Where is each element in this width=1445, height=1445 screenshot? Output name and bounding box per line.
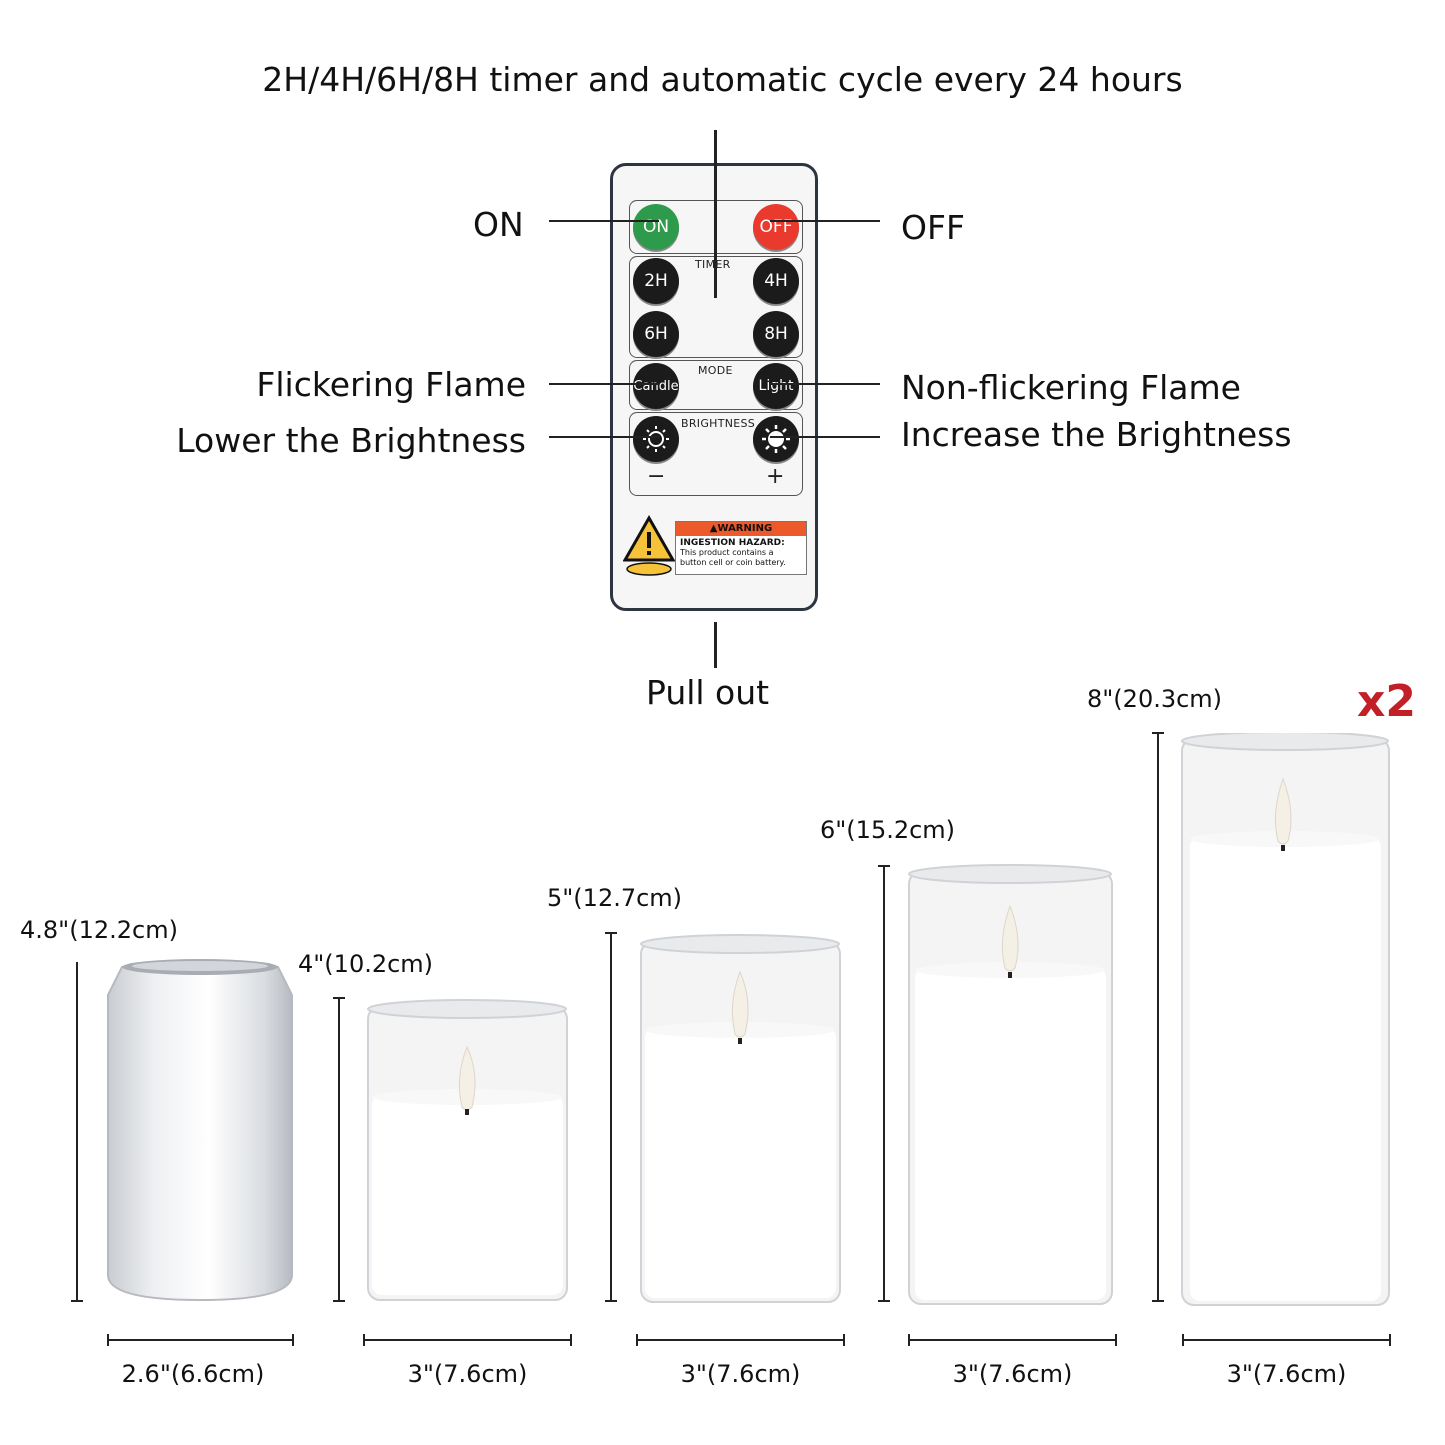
on-button[interactable]: ON bbox=[633, 204, 679, 250]
plus-sign: + bbox=[766, 464, 785, 489]
on-pointer-line bbox=[549, 220, 659, 222]
callout-pull-out: Pull out bbox=[646, 673, 770, 712]
candle-5in bbox=[640, 934, 841, 1303]
height-label-6in: 6"(15.2cm) bbox=[820, 816, 956, 844]
minus-sign: − bbox=[647, 464, 666, 489]
timer-8h-button[interactable]: 8H bbox=[753, 311, 799, 357]
height-label-5in: 5"(12.7cm) bbox=[547, 884, 683, 912]
callout-increase-brightness: Increase the Brightness bbox=[901, 415, 1292, 454]
height-label-4in: 4"(10.2cm) bbox=[298, 950, 434, 978]
timer-4h-button[interactable]: 4H bbox=[753, 258, 799, 304]
width-label-can: 2.6"(6.6cm) bbox=[121, 1360, 265, 1388]
brightness-down-button[interactable] bbox=[633, 416, 679, 462]
off-button[interactable]: OFF bbox=[753, 204, 799, 250]
brightness-label: BRIGHTNESS bbox=[681, 417, 756, 430]
width-label-8in: 3"(7.6cm) bbox=[1226, 1360, 1347, 1388]
soda-can bbox=[107, 959, 293, 1302]
non-flicker-pointer-line bbox=[770, 383, 880, 385]
off-pointer-line bbox=[770, 220, 880, 222]
height-label-can: 4.8"(12.2cm) bbox=[20, 916, 178, 944]
flicker-pointer-line bbox=[549, 383, 659, 385]
warning-title: ▲WARNING bbox=[676, 522, 806, 536]
callout-on: ON bbox=[473, 205, 524, 244]
width-label-6in: 3"(7.6cm) bbox=[952, 1360, 1073, 1388]
timer-label: TIMER bbox=[695, 258, 731, 271]
callout-lower-brightness: Lower the Brightness bbox=[176, 421, 526, 460]
candle-4in bbox=[367, 999, 568, 1301]
width-label-5in: 3"(7.6cm) bbox=[680, 1360, 801, 1388]
callout-off: OFF bbox=[901, 208, 965, 247]
sun-outline-icon bbox=[643, 426, 669, 452]
increase-pointer-line bbox=[770, 436, 880, 438]
candle-8in bbox=[1181, 733, 1390, 1306]
quantity-multiplier: x2 bbox=[1357, 676, 1416, 727]
candle-6in bbox=[908, 864, 1113, 1305]
timer-pointer-line bbox=[714, 130, 717, 298]
mode-panel bbox=[629, 360, 803, 410]
callout-flickering: Flickering Flame bbox=[256, 365, 526, 404]
timer-6h-button[interactable]: 6H bbox=[633, 311, 679, 357]
timer-2h-button[interactable]: 2H bbox=[633, 258, 679, 304]
pull-out-pointer-line bbox=[714, 622, 717, 668]
warning-label: ▲WARNING INGESTION HAZARD: This product … bbox=[675, 521, 807, 575]
brightness-panel bbox=[629, 412, 803, 496]
light-button[interactable]: Light bbox=[753, 363, 799, 409]
lower-pointer-line bbox=[549, 436, 659, 438]
sun-filled-icon bbox=[762, 425, 790, 453]
mode-label: MODE bbox=[698, 364, 733, 377]
height-label-8in: 8"(20.3cm) bbox=[1087, 685, 1223, 713]
candle-button[interactable]: Candle bbox=[633, 363, 679, 409]
warning-heading: INGESTION HAZARD: bbox=[680, 538, 785, 548]
callout-non-flickering: Non-flickering Flame bbox=[901, 368, 1241, 407]
warning-triangle-icon bbox=[623, 514, 675, 576]
warning-text: This product contains a button cell or c… bbox=[680, 548, 786, 567]
width-label-4in: 3"(7.6cm) bbox=[407, 1360, 528, 1388]
brightness-up-button[interactable] bbox=[753, 416, 799, 462]
headline: 2H/4H/6H/8H timer and automatic cycle ev… bbox=[262, 60, 1183, 99]
